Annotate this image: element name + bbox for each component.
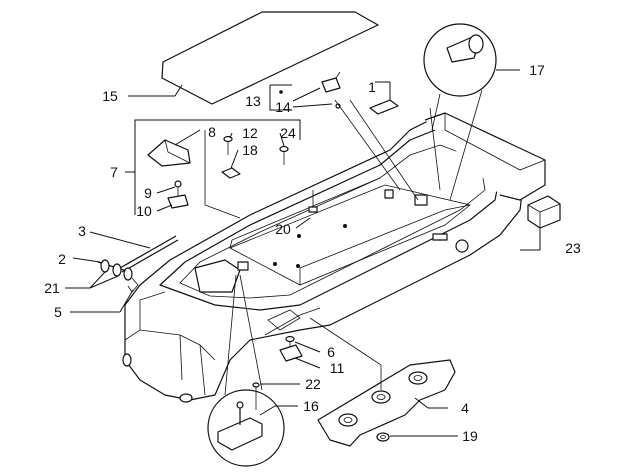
callout-20: 20 bbox=[275, 221, 291, 237]
callout-13: 13 bbox=[245, 93, 261, 109]
foam-block-part bbox=[527, 195, 561, 229]
grommet-19-part bbox=[376, 432, 390, 442]
callout-24: 24 bbox=[280, 125, 296, 141]
pad-part bbox=[369, 99, 399, 115]
group-bracket-7 bbox=[125, 119, 301, 215]
storage-compartment bbox=[122, 112, 546, 403]
callout-11: 11 bbox=[330, 360, 345, 376]
callout-23: 23 bbox=[565, 240, 581, 256]
callout-16: 16 bbox=[303, 398, 319, 414]
clip-11-part bbox=[279, 344, 303, 362]
hinge-detail-part bbox=[207, 382, 285, 467]
callout-2: 2 bbox=[58, 251, 66, 267]
callout-10: 10 bbox=[136, 203, 152, 219]
group-bracket-13 bbox=[269, 84, 292, 111]
screw-20-part bbox=[308, 190, 318, 213]
bracket-part bbox=[147, 139, 191, 167]
callout-5: 5 bbox=[54, 304, 62, 320]
screw-24-part bbox=[279, 145, 289, 165]
callout-7: 7 bbox=[110, 164, 118, 180]
rod-3-part bbox=[119, 235, 179, 273]
washers-21-part bbox=[100, 259, 133, 281]
callout-1: 1 bbox=[368, 79, 376, 95]
callout-18: 18 bbox=[242, 142, 258, 158]
callout-9: 9 bbox=[144, 185, 152, 201]
callout-17: 17 bbox=[529, 62, 545, 78]
callout-6: 6 bbox=[327, 344, 335, 360]
callout-labels: 1 2 3 4 5 6 7 8 9 10 11 12 13 14 15 16 1… bbox=[44, 62, 581, 444]
leader-lines bbox=[65, 69, 541, 437]
callout-12: 12 bbox=[242, 125, 258, 141]
callout-8: 8 bbox=[208, 124, 216, 140]
screw-12-part bbox=[223, 135, 233, 155]
callout-4: 4 bbox=[461, 400, 469, 416]
callout-21: 21 bbox=[44, 280, 60, 296]
callout-19: 19 bbox=[462, 428, 478, 444]
bulb-socket-part bbox=[423, 23, 497, 201]
nut-18-part bbox=[221, 167, 241, 179]
clip-10-part bbox=[167, 194, 189, 209]
callout-3: 3 bbox=[78, 223, 86, 239]
base-plate-part bbox=[317, 359, 456, 447]
callout-14: 14 bbox=[275, 99, 291, 115]
callout-22: 22 bbox=[305, 376, 321, 392]
mat-part bbox=[161, 11, 379, 105]
callout-15: 15 bbox=[102, 88, 118, 104]
clip-5-part bbox=[127, 277, 139, 293]
explosion-lines bbox=[204, 99, 441, 396]
